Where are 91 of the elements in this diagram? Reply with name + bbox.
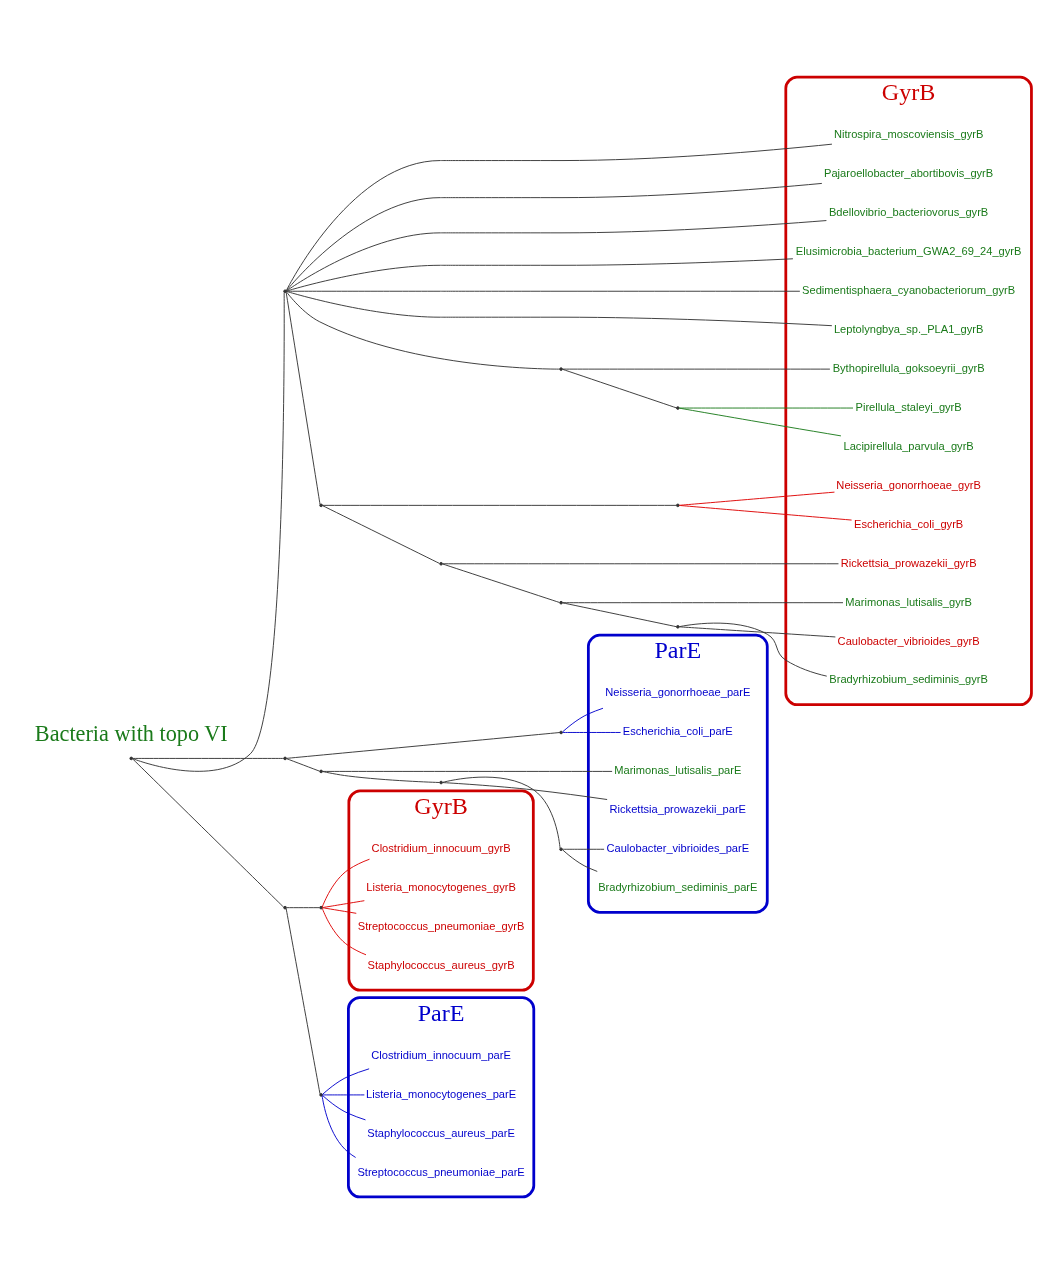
node-point	[283, 905, 287, 910]
node-text: Listeria_monocytogenes_parE	[366, 1087, 517, 1100]
connector	[678, 626, 836, 638]
node-point	[319, 769, 323, 774]
node-text: Marimonas_lutisalis_gyrB	[845, 595, 972, 608]
connector	[286, 290, 833, 327]
node-point	[559, 367, 563, 371]
connector	[322, 1094, 365, 1096]
connector	[285, 291, 561, 370]
node-text: Bradyrhizobium_sediminis_parE	[598, 881, 758, 894]
node-text: Staphylococcus_aureus_parE	[367, 1126, 515, 1139]
node-point	[319, 503, 323, 508]
node-text: Streptococcus_pneumoniae_parE	[357, 1165, 525, 1178]
node-point	[559, 730, 563, 735]
connector	[322, 900, 365, 908]
node-text: Escherichia_coli_parE	[622, 725, 733, 738]
connector	[132, 758, 285, 908]
connector	[562, 707, 604, 733]
connector	[678, 407, 842, 437]
node-text: Neisseria_gonorrhoeae_gyrB	[836, 478, 981, 491]
connector	[322, 504, 677, 506]
connector	[322, 771, 441, 783]
connector	[678, 504, 853, 521]
node-text: Neisseria_gonorrhoeae_parE	[605, 686, 751, 699]
connector	[286, 220, 827, 292]
node-point	[676, 406, 680, 410]
node-point	[319, 1093, 323, 1097]
connector	[285, 143, 833, 291]
connector	[286, 290, 801, 292]
connector	[321, 1095, 357, 1158]
node-text: Caulobacter_vibrioides_parE	[606, 842, 750, 855]
node-point	[439, 561, 443, 566]
node-text: Sedimentisphaera_cyanobacteriorum_gyrB	[802, 284, 1016, 297]
connector	[285, 732, 561, 759]
connector	[678, 491, 835, 506]
node-text: Rickettsia_prowazekii_parE	[609, 803, 747, 816]
connector	[442, 563, 839, 565]
connector	[562, 602, 844, 604]
connector	[132, 757, 285, 759]
node-point	[676, 503, 680, 508]
node-text: Caulobacter_vibrioides_gyrB	[837, 634, 980, 647]
connector	[322, 1068, 370, 1095]
connector	[286, 907, 320, 909]
connector	[678, 622, 828, 677]
node-text: Pirellula_staleyi_gyrB	[855, 400, 962, 413]
node-point	[439, 780, 443, 785]
connector	[321, 858, 370, 908]
node-point	[559, 847, 563, 852]
connector	[321, 907, 367, 956]
node-text: Rickettsia_prowazekii_gyrB	[840, 556, 977, 569]
connector	[322, 505, 440, 564]
connector	[442, 776, 561, 849]
node-text: Nitrospira_moscoviensis_gyrB	[833, 128, 984, 141]
connector	[286, 258, 794, 292]
connector	[322, 907, 357, 914]
node-text: Bythopirellula_goksoeyrii_gyrB	[832, 361, 985, 374]
connector	[562, 848, 605, 850]
connector	[562, 849, 598, 872]
node-text: Lacipirellula_parvula_gyrB	[843, 439, 974, 452]
node-text: Clostridium_innocuum_parE	[371, 1048, 511, 1061]
node-text: Bdellovibrio_bacteriovorus_gyrB	[828, 206, 989, 219]
node-text: Leptolyngbya_sp._PLA1_gyrB	[833, 323, 984, 336]
connector	[562, 368, 831, 370]
connector	[678, 407, 854, 409]
node-text: Elusimicrobia_bacterium_GWA2_69_24_gyrB	[795, 245, 1022, 258]
connector	[442, 782, 608, 800]
connector	[285, 291, 321, 505]
node-text: Pajaroellobacter_abortibovis_gyrB	[824, 167, 994, 180]
node-text: Escherichia_coli_gyrB	[853, 517, 964, 530]
connector	[286, 182, 823, 292]
node-text: Listeria_monocytogenes_gyrB	[366, 881, 516, 894]
connector	[562, 732, 622, 733]
connector	[285, 908, 321, 1095]
node-text: Streptococcus_pneumoniae_gyrB	[357, 920, 525, 933]
node-point	[676, 625, 680, 629]
connector	[562, 368, 677, 409]
node-point	[129, 756, 134, 761]
node-text: Clostridium_innocuum_gyrB	[371, 842, 511, 855]
label: Bacteria with topo VI	[34, 721, 228, 746]
node-point	[319, 905, 323, 910]
node-point	[283, 756, 287, 761]
node-point	[283, 289, 287, 294]
connector	[132, 292, 285, 772]
connector	[322, 1095, 366, 1121]
node-text: Marimonas_lutisalis_parE	[614, 764, 742, 777]
connector	[286, 758, 320, 772]
node-text: Staphylococcus_aureus_gyrB	[367, 958, 515, 971]
connector	[562, 602, 677, 628]
connector	[442, 563, 560, 603]
node-text: Bradyrhizobium_sediminis_gyrB	[829, 673, 988, 686]
node-point	[559, 600, 563, 605]
